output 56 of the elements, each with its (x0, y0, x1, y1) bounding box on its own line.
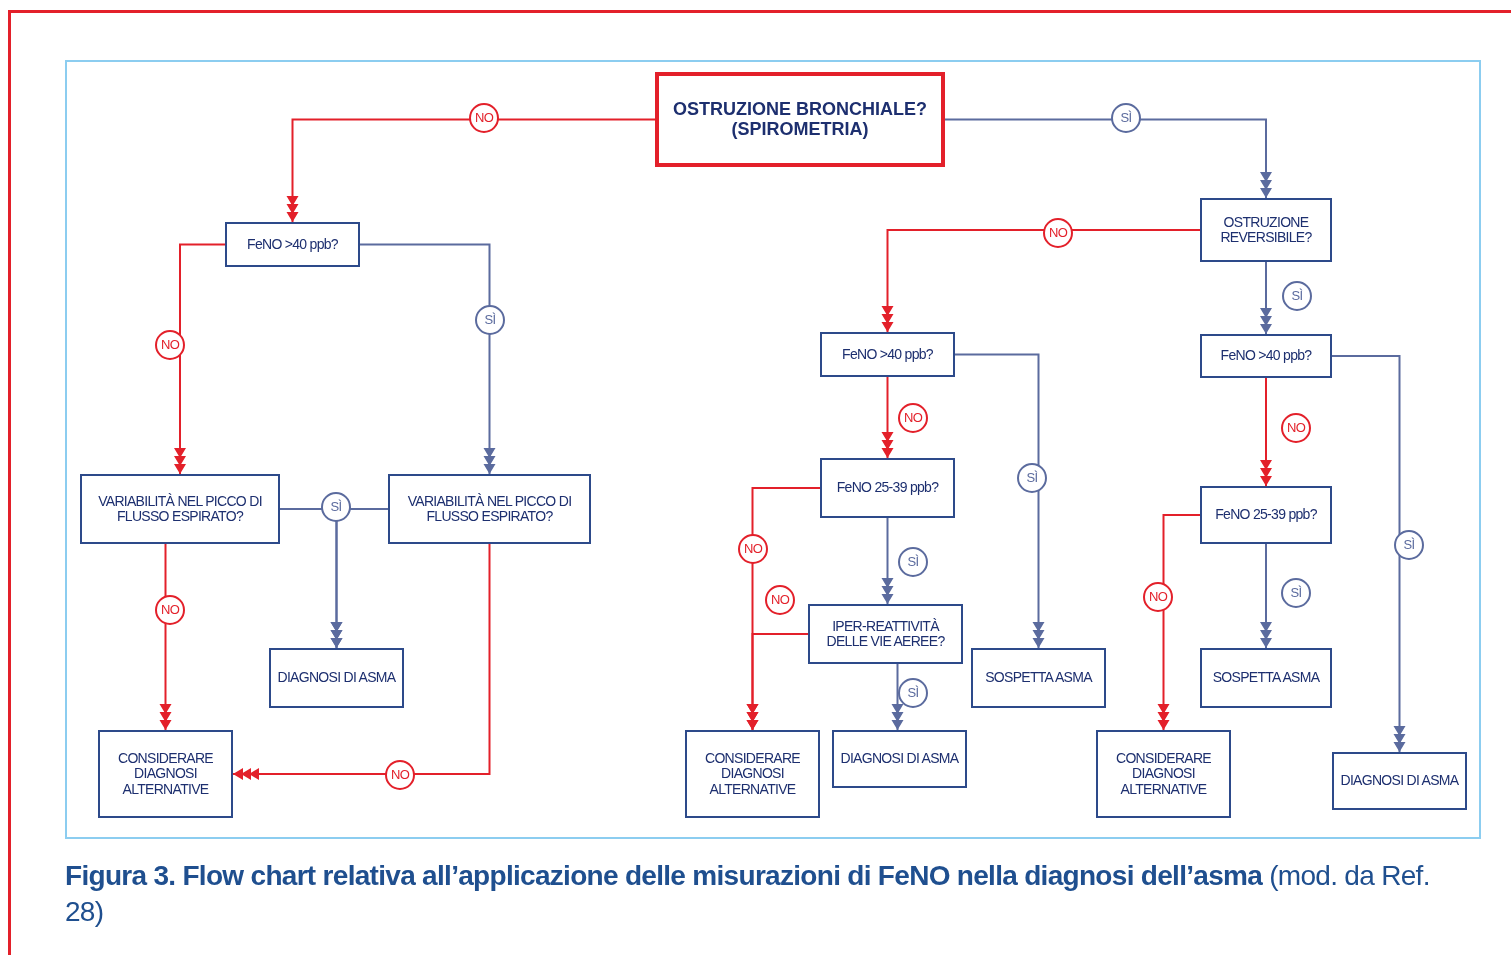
process-box (1200, 486, 1332, 544)
edge-label: NO (1043, 218, 1073, 248)
edge-label: SÌ (1282, 281, 1312, 311)
box-text: DIAGNOSI DI ASMA (277, 670, 396, 686)
process-box (80, 474, 280, 544)
process-box (1332, 752, 1467, 810)
box-text: DIAGNOSI DI ASMA (840, 751, 959, 767)
box-text: FeNO 25-39 ppb? (1215, 507, 1317, 523)
box-text: SOSPETTA ASMA (985, 670, 1092, 686)
process-box (832, 730, 967, 788)
process-box (971, 648, 1106, 708)
box-text: IPER-REATTIVITÀ DELLE VIE AEREE? (825, 618, 946, 650)
process-box (269, 648, 404, 708)
box-text: FeNO 25-39 ppb? (836, 480, 939, 496)
box-text: SOSPETTA ASMA (1212, 670, 1320, 686)
process-box (388, 474, 591, 544)
edge-label: NO (155, 595, 185, 625)
edge-label: SÌ (1281, 578, 1311, 608)
edge-label: SÌ (898, 678, 928, 708)
box-text: VARIABILITÀ NEL PICCO DI FLUSSO ESPIRATO? (97, 493, 263, 525)
edge-label: SÌ (1394, 530, 1424, 560)
box-text: CONSIDERARE DIAGNOSI ALTERNATIVE (704, 750, 801, 798)
edge-label: SÌ (475, 305, 505, 335)
box-text: CONSIDERARE DIAGNOSI ALTERNATIVE (1115, 750, 1212, 798)
box-text: OSTRUZIONE BRONCHIALE? (SPIROMETRIA) (672, 99, 928, 140)
edge-label: SÌ (321, 492, 351, 522)
edge-label: SÌ (1111, 103, 1141, 133)
box-text: DIAGNOSI DI ASMA (1340, 773, 1459, 789)
edge-label: NO (1143, 582, 1173, 612)
process-box (685, 730, 820, 818)
box-text: FeNO >40 ppb? (1220, 348, 1312, 364)
figure-caption: Figura 3. Flow chart relativa all’applicazione delle misurazioni di FeNO nella diagnosi dell’asma (mod. da Ref. 28) (65, 859, 1431, 930)
process-box (820, 332, 955, 377)
edge-label: NO (1281, 413, 1311, 443)
edge-label: NO (155, 330, 185, 360)
edge-label: NO (385, 760, 415, 790)
edge-label: NO (765, 585, 795, 615)
edge-label: SÌ (1017, 463, 1047, 493)
process-box (1200, 198, 1332, 262)
process-box (1096, 730, 1231, 818)
box-text: CONSIDERARE DIAGNOSI ALTERNATIVE (117, 750, 214, 798)
edge-label: NO (469, 103, 499, 133)
edge-label: SÌ (898, 547, 928, 577)
process-box (98, 730, 233, 818)
box-text: VARIABILITÀ NEL PICCO DI FLUSSO ESPIRATO? (406, 493, 573, 525)
edge-label: NO (738, 534, 768, 564)
process-box (808, 604, 963, 664)
box-text: OSTRUZIONE REVERSIBILE? (1219, 214, 1313, 246)
process-box (225, 222, 360, 267)
box-text: FeNO >40 ppb? (842, 346, 933, 363)
box-text: FeNO >40 ppb? (247, 236, 338, 253)
process-box (1200, 648, 1332, 708)
start-box (655, 72, 945, 167)
process-box (820, 458, 955, 518)
edge-label: NO (898, 403, 928, 433)
process-box (1200, 334, 1332, 378)
